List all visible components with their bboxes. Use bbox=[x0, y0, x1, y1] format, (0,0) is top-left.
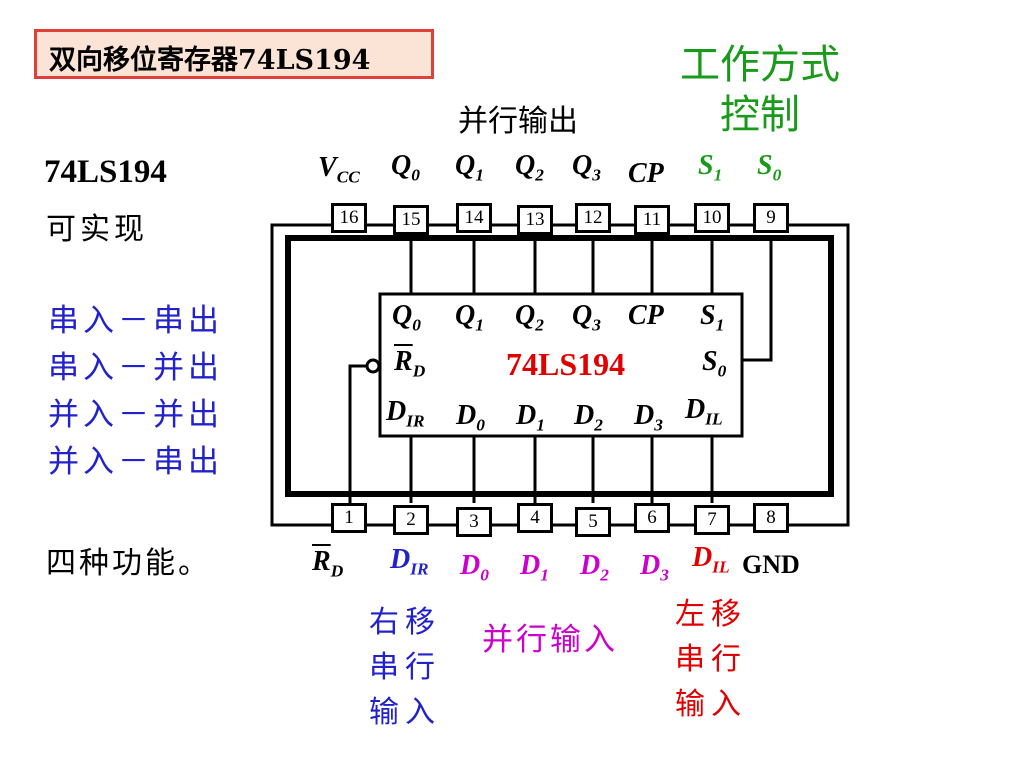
chip-q2: Q2 bbox=[515, 300, 544, 335]
pin-6: 6 bbox=[634, 503, 670, 533]
label-s1-pin: S1 bbox=[698, 150, 723, 185]
label-q1-out: Q1 bbox=[455, 150, 484, 185]
pin-8: 8 bbox=[753, 503, 789, 533]
chip-d2: D2 bbox=[574, 400, 603, 435]
right-serial-line-2: 串行 bbox=[369, 650, 441, 685]
label-s0-pin: S0 bbox=[757, 150, 782, 185]
package-outer-border bbox=[270, 223, 850, 527]
label-d0-pin: D0 bbox=[460, 550, 489, 585]
chip-dir: DIR bbox=[386, 396, 425, 431]
pin-13: 13 bbox=[517, 205, 553, 235]
chip-q0: Q0 bbox=[392, 300, 421, 335]
left-shift-serial-input: 左移 串行 输入 bbox=[666, 592, 756, 727]
four-functions-text: 四种功能。 bbox=[46, 546, 211, 581]
function-item: 并入－串出 bbox=[48, 444, 223, 480]
parallel-input-label: 并行输入 bbox=[482, 622, 618, 658]
pin-12: 12 bbox=[575, 203, 611, 233]
function-item: 并入－并出 bbox=[48, 397, 223, 433]
left-serial-line-2: 串行 bbox=[675, 642, 747, 677]
pin-7: 7 bbox=[694, 505, 730, 535]
label-d3-pin: D3 bbox=[640, 550, 669, 585]
label-d2-pin: D2 bbox=[580, 550, 609, 585]
label-q2-out: Q2 bbox=[515, 150, 544, 185]
mode-control-line-2: 控制 bbox=[720, 92, 800, 138]
function-item: 串入－串出 bbox=[48, 303, 223, 339]
slide-title: 双向移位寄存器74LS194 bbox=[34, 29, 434, 79]
right-serial-line-3: 输入 bbox=[369, 695, 441, 730]
lead-pin-1 bbox=[348, 364, 367, 503]
pin-15: 15 bbox=[393, 205, 429, 235]
right-shift-serial-input: 右移 串行 输入 bbox=[360, 600, 450, 735]
inversion-bubble bbox=[365, 358, 381, 374]
function-item: 串入－并出 bbox=[48, 350, 223, 386]
lead-pin-9 bbox=[742, 235, 773, 362]
label-gnd-pin: GND bbox=[742, 550, 800, 579]
label-cp-pin: CP bbox=[628, 158, 664, 189]
pin-1: 1 bbox=[331, 503, 367, 533]
pin-5: 5 bbox=[575, 507, 611, 537]
pin-3: 3 bbox=[456, 507, 492, 537]
chip-name-left: 74LS194 bbox=[44, 154, 167, 190]
right-serial-line-1: 右移 bbox=[369, 605, 441, 640]
chip-dil: DIL bbox=[685, 394, 723, 429]
pin-10: 10 bbox=[694, 203, 730, 233]
chip-d1: D1 bbox=[516, 400, 545, 435]
pin-4: 4 bbox=[517, 503, 553, 533]
chip-rd: RD bbox=[394, 346, 426, 381]
label-dir-pin: DIR bbox=[390, 544, 429, 579]
parallel-output-label: 并行输出 bbox=[458, 104, 578, 139]
chip-name-center: 74LS194 bbox=[506, 346, 626, 382]
label-vcc: VCC bbox=[318, 152, 360, 187]
function-list: 串入－串出 串入－并出 并入－并出 并入－串出 bbox=[48, 298, 223, 486]
chip-cp: CP bbox=[628, 300, 664, 331]
pin-11: 11 bbox=[634, 205, 670, 235]
chip-q3: Q3 bbox=[572, 300, 601, 335]
pin-14: 14 bbox=[456, 203, 492, 233]
label-rd-pin: RD bbox=[312, 546, 344, 581]
logic-block bbox=[378, 292, 744, 438]
can-implement-text: 可实现 bbox=[46, 212, 148, 247]
label-dil-pin: DIL bbox=[692, 542, 730, 577]
pin-2: 2 bbox=[393, 505, 429, 535]
chip-s0: S0 bbox=[702, 346, 727, 381]
left-serial-line-3: 输入 bbox=[675, 687, 747, 722]
label-q0-out: Q0 bbox=[391, 150, 420, 185]
chip-d0: D0 bbox=[456, 400, 485, 435]
chip-s1: S1 bbox=[700, 300, 725, 335]
pin-9: 9 bbox=[753, 203, 789, 233]
mode-control-label: 工作方式 控制 bbox=[660, 40, 860, 140]
chip-d3: D3 bbox=[634, 400, 663, 435]
label-d1-pin: D1 bbox=[520, 550, 549, 585]
left-serial-line-1: 左移 bbox=[675, 597, 747, 632]
pin-16: 16 bbox=[331, 203, 367, 233]
mode-control-line-1: 工作方式 bbox=[680, 42, 840, 88]
label-q3-out: Q3 bbox=[572, 150, 601, 185]
chip-q1: Q1 bbox=[455, 300, 484, 335]
package-inner-border bbox=[285, 235, 834, 497]
